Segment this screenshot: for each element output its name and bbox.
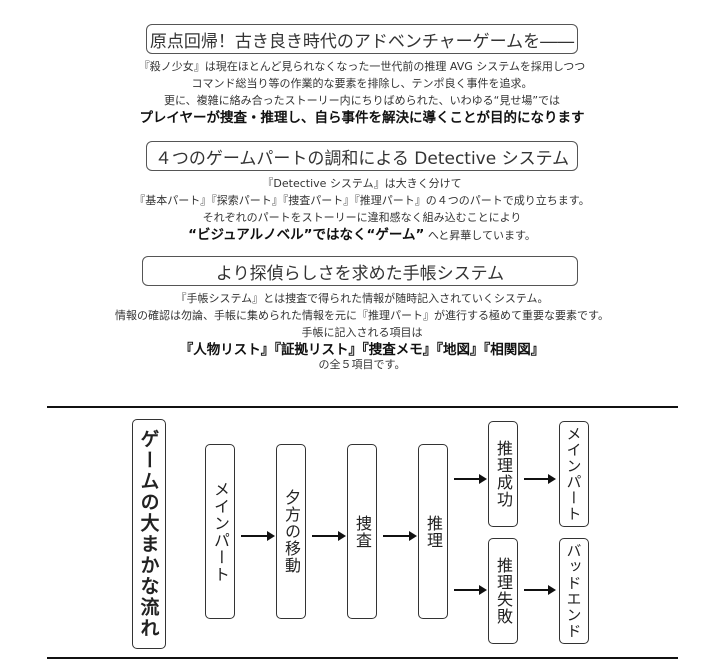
section-1-line-2: コマンド総当り等の作業的な要素を排除し、テンポ良く事件を追求。 xyxy=(191,77,533,90)
section-1-heading: 原点回帰！古き良き時代のアドベンチャーゲームを―― xyxy=(146,24,578,54)
section-3-heading: より探偵らしさを求めた手帳システム xyxy=(142,256,578,286)
section-2-body: 『Detective システム』は大きく分けて 『基本パート』『探索パート』『捜… xyxy=(0,175,724,244)
flow-step-deduction: 推理 xyxy=(418,444,448,619)
section-3-line-1: 『手帳システム』とは捜査で得られた情報が随時記入されていくシステム。 xyxy=(175,292,549,305)
arrow-3 xyxy=(383,529,417,543)
flow-step-evening-label: 夕方の移動 xyxy=(282,489,301,574)
section-3-line-2: 情報の確認は勿論、手帳に集められた情報を元に『推理パート』が進行する極めて重要な… xyxy=(115,309,609,322)
section-3-heading-text: より探偵らしさを求めた手帳システム xyxy=(215,263,505,284)
flow-branch-failure-label: 推理失敗 xyxy=(494,557,513,625)
section-1-body: 『殺ノ少女』は現在ほとんど見られなくなった一世代前の推理 AVG システムを採用… xyxy=(0,58,724,127)
section-2-line-2: 『基本パート』『探索パート』『捜査パート』『推理パート』の４つのパートで成り立ち… xyxy=(134,194,590,207)
flow-result-bad-end: バッドエンド xyxy=(559,538,589,644)
flow-step-main-label: メインパート xyxy=(211,480,230,583)
arrow-1 xyxy=(241,529,275,543)
section-1-heading-text: 原点回帰！古き良き時代のアドベンチャーゲームを―― xyxy=(149,31,575,52)
section-3-emphasis: 『人物リスト』『証拠リスト』『捜査メモ』『地図』『相関図』 xyxy=(179,342,545,358)
flow-result-main-label: メインパート xyxy=(564,426,583,522)
arrow-failure-result xyxy=(524,583,556,597)
section-1-line-3: 更に、複雑に絡み合ったストーリー内にちりばめられた、いわゆる“見せ場”では xyxy=(163,94,561,107)
section-2-heading: ４つのゲームパートの調和による Detective システム xyxy=(146,141,578,171)
flow-title: ゲームの大まかな流れ xyxy=(137,429,160,639)
section-2-line-1: 『Detective システム』は大きく分けて xyxy=(262,177,462,190)
section-1-emphasis: プレイヤーが捜査・推理し、自ら事件を解決に導くことが目的になります xyxy=(139,110,585,126)
flow-step-deduction-label: 推理 xyxy=(424,514,443,549)
section-2-line-3: それぞれのパートをストーリーに違和感なく組み込むことにより xyxy=(202,211,522,224)
arrow-success-result xyxy=(524,472,556,486)
arrow-2 xyxy=(312,529,346,543)
flow-title-box: ゲームの大まかな流れ xyxy=(132,419,166,649)
flow-step-main: メインパート xyxy=(205,444,235,619)
flow-result-bad-end-label: バッドエンド xyxy=(564,543,583,639)
section-1-line-1: 『殺ノ少女』は現在ほとんど見られなくなった一世代前の推理 AVG システムを採用… xyxy=(138,60,586,73)
section-2-heading-text: ４つのゲームパートの調和による Detective システム xyxy=(154,148,570,169)
flow-result-main: メインパート xyxy=(559,421,589,527)
flow-branch-success-label: 推理成功 xyxy=(494,440,513,508)
top-rule xyxy=(47,406,678,408)
section-2-emphasis-line: “ビジュアルノベル”ではなく“ゲーム” へと昇華しています。 xyxy=(0,226,724,244)
arrow-to-failure xyxy=(454,583,487,597)
flow-step-evening: 夕方の移動 xyxy=(276,444,306,619)
flow-branch-failure: 推理失敗 xyxy=(488,538,518,644)
section-3-body: 『手帳システム』とは捜査で得られた情報が随時記入されていくシステム。 情報の確認… xyxy=(0,290,724,371)
bottom-rule xyxy=(47,657,678,659)
section-3-tail: の全５項目です。 xyxy=(318,358,406,371)
arrow-to-success xyxy=(454,472,487,486)
flow-step-investigation-label: 捜査 xyxy=(353,514,372,549)
section-2-emphasis: “ビジュアルノベル”ではなく“ゲーム” xyxy=(188,227,425,243)
flow-branch-success: 推理成功 xyxy=(488,421,518,527)
flow-step-investigation: 捜査 xyxy=(347,444,377,619)
section-2-emphasis-tail: へと昇華しています。 xyxy=(427,229,536,242)
section-3-line-3: 手帳に記入される項目は xyxy=(301,326,423,339)
